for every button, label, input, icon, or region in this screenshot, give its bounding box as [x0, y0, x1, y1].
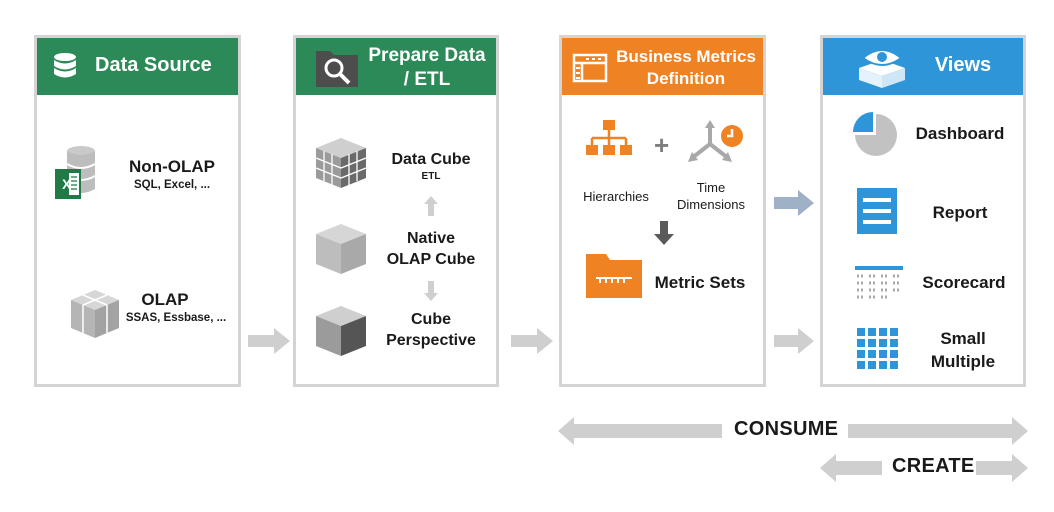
create-arrow-left: [820, 454, 882, 482]
down-arrow-icon: [424, 281, 438, 301]
flow-arrow-3: [774, 328, 814, 354]
metrics-title-line2: Definition: [646, 69, 726, 88]
views-header: Views: [823, 38, 1023, 95]
cube-perspective-line1: Cube: [411, 311, 451, 328]
flow-arrow-3-blue: [774, 190, 814, 216]
flow-arrow-2: [511, 328, 553, 354]
prepare-title-line2: / ETL: [403, 69, 451, 90]
olap-detail: SSAS, Essbase, ...: [125, 312, 227, 324]
time-dimensions-icon: [686, 120, 746, 166]
native-olap-line1: Native: [406, 230, 456, 247]
folder-search-icon: [316, 47, 358, 87]
metrics-title-line1: Business Metrics: [616, 47, 756, 66]
data-cube-label: Data Cube: [391, 151, 471, 168]
metric-sets-folder-icon: [586, 250, 642, 298]
report-icon: [857, 188, 897, 234]
plus-sign: +: [654, 130, 670, 160]
calendar-icon: [572, 53, 608, 83]
prepare-data-header: Prepare Data / ETL: [296, 38, 496, 95]
perspective-cube-icon: [314, 304, 368, 358]
data-cube-detail: ETL: [421, 171, 441, 182]
scorecard-icon: [855, 266, 903, 300]
time-label-line2: Dimensions: [677, 197, 745, 212]
consume-label: CONSUME: [734, 418, 839, 440]
small-multiple-line1: Small: [940, 329, 986, 348]
small-multiple-grid-icon: [857, 328, 899, 370]
non-olap-detail: SQL, Excel, ...: [133, 179, 211, 191]
up-arrow-icon: [424, 196, 438, 216]
database-excel-icon: X: [55, 143, 97, 201]
prepare-title-line1: Prepare Data: [368, 45, 486, 66]
prepare-data-panel: Prepare Data / ETL Data Cube ETL Native …: [293, 35, 499, 387]
data-source-panel: Data Source X Non-OLAP SQL, Excel, ... O…: [34, 35, 241, 387]
non-olap-label: Non-OLAP: [129, 157, 215, 176]
olap-cube-icon: [69, 288, 121, 340]
report-label: Report: [932, 203, 988, 222]
business-metrics-header: Business Metrics Definition: [562, 38, 763, 95]
metric-sets-label: Metric Sets: [654, 273, 746, 292]
create-label: CREATE: [892, 455, 975, 477]
hierarchies-label: Hierarchies: [583, 189, 649, 204]
flow-arrow-1: [248, 328, 290, 354]
time-label-line1: Time: [696, 180, 726, 195]
cube-perspective-line2: Perspective: [386, 332, 476, 349]
pie-chart-icon: [853, 112, 899, 158]
scorecard-label: Scorecard: [922, 273, 1006, 292]
views-title: Views: [934, 54, 992, 76]
native-olap-line2: OLAP Cube: [386, 251, 476, 268]
business-metrics-panel: Business Metrics Definition + Hierarchie…: [559, 35, 766, 387]
down-arrow-dark-icon: [654, 221, 674, 245]
olap-label: OLAP: [141, 290, 189, 309]
database-icon: [53, 52, 77, 82]
consume-arrow-left: [558, 417, 722, 445]
native-cube-icon: [314, 222, 368, 276]
eye-cube-icon: [857, 46, 907, 88]
data-source-header: Data Source: [37, 38, 238, 95]
small-multiple-line2: Multiple: [930, 352, 996, 371]
views-panel: Views Dashboard Report Scorecard: [820, 35, 1026, 387]
create-arrow-right: [976, 454, 1028, 482]
data-source-title: Data Source: [95, 54, 212, 76]
dashboard-label: Dashboard: [915, 124, 1005, 143]
hierarchy-icon: [586, 120, 632, 162]
data-cube-icon: [314, 136, 368, 190]
consume-arrow-right: [848, 417, 1028, 445]
svg-text:X: X: [62, 176, 72, 192]
